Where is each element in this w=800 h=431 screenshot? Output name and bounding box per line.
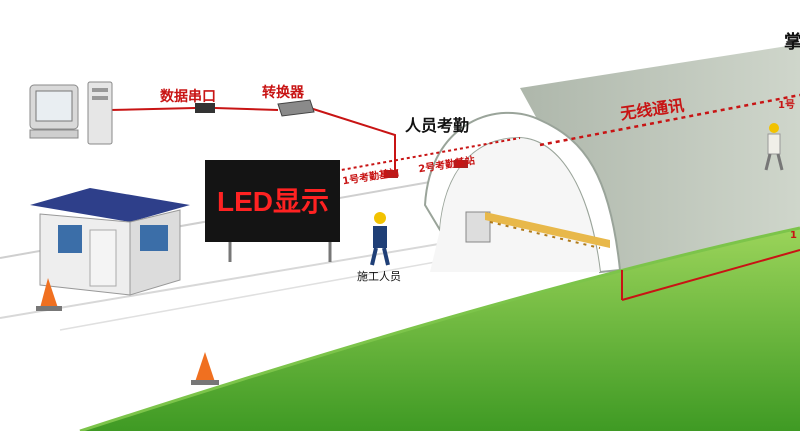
right-edge-tag: 1 <box>790 230 797 241</box>
converter-icon <box>277 99 315 117</box>
grass-field <box>79 226 800 431</box>
tunnel <box>423 44 800 274</box>
led-board-icon <box>205 160 340 262</box>
guard-house-icon <box>30 188 190 296</box>
corner-label: 掌 <box>784 32 800 53</box>
worker-icon-tunnel <box>764 123 784 171</box>
barrier-gate-icon <box>465 211 610 249</box>
right-tag-label: 1号 <box>778 100 795 111</box>
computer-icon <box>29 81 113 145</box>
worker-icon <box>370 212 390 266</box>
traffic-cone-icon <box>36 278 219 385</box>
cable-connector-icon <box>195 103 215 113</box>
serial-port-label: 数据串口 <box>160 89 216 105</box>
network-lines <box>109 93 800 301</box>
worker-label: 施工人员 <box>357 270 401 283</box>
attendance-label: 人员考勤 <box>405 116 470 135</box>
base-station-icons <box>384 160 468 178</box>
led-display-text: LED显示 <box>216 186 329 217</box>
converter-label: 转换器 <box>262 85 304 101</box>
